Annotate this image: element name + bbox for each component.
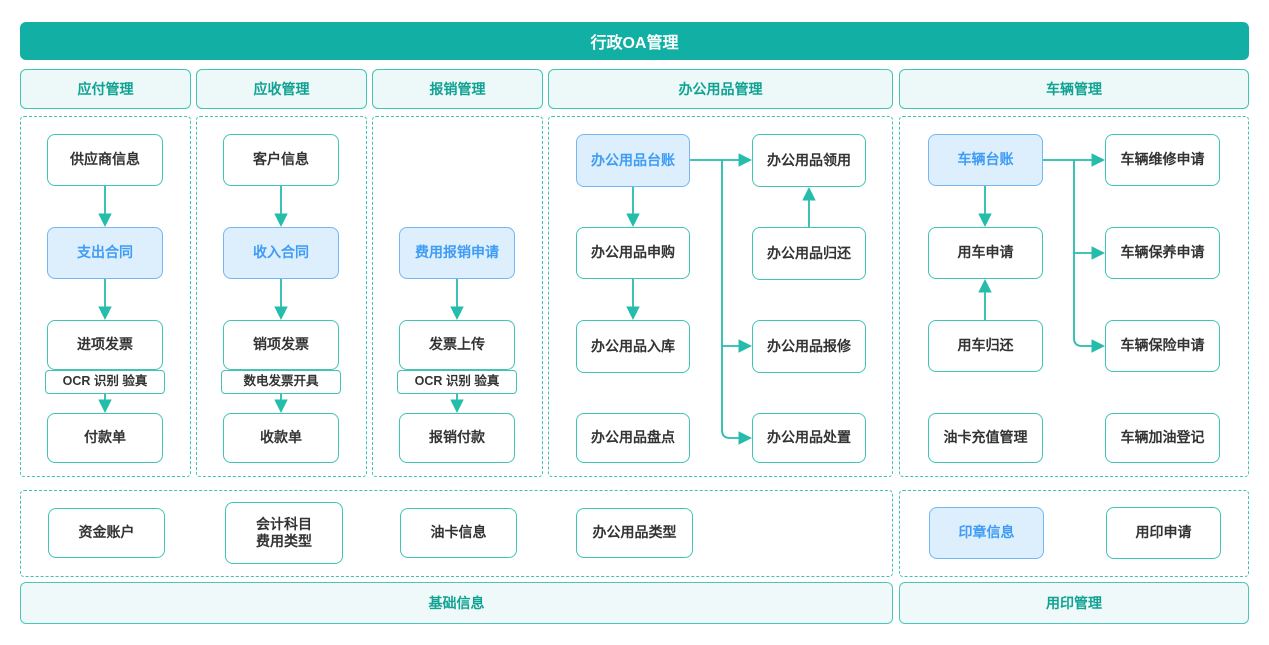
trunk-office-supplies: [721, 160, 731, 439]
node-input-invoice: 进项发票: [47, 320, 163, 370]
node-accounting-subject-expense-type: 会计科目 费用类型: [225, 502, 343, 564]
node-office-supplies-claim: 办公用品领用: [752, 134, 866, 187]
node-receipt-slip: 收款单: [223, 413, 339, 463]
node-office-supplies-inbound: 办公用品入库: [576, 320, 690, 373]
node-digital-invoice-issue: 数电发票开具: [221, 370, 341, 394]
node-payment-slip: 付款单: [47, 413, 163, 463]
node-reimburse-payment: 报销付款: [399, 413, 515, 463]
node-fund-account: 资金账户: [48, 508, 165, 558]
node-office-supplies-stocktake: 办公用品盘点: [576, 413, 690, 463]
node-office-supplies-ledger: 办公用品台账: [576, 134, 690, 187]
trunk-vehicle: [1073, 160, 1083, 347]
diagram-title: 行政OA管理: [20, 22, 1249, 60]
column-header-office-supplies: 办公用品管理: [548, 69, 893, 109]
node-vehicle-maintenance-apply: 车辆保养申请: [1105, 227, 1220, 279]
column-header-receivable: 应收管理: [196, 69, 367, 109]
node-office-supplies-return: 办公用品归还: [752, 227, 866, 280]
node-ocr-verify-payable: OCR 识别 验真: [45, 370, 165, 394]
footer-seal-management: 用印管理: [899, 582, 1249, 624]
group-base-info: [20, 490, 893, 577]
node-seal-info: 印章信息: [929, 507, 1044, 559]
node-vehicle-use-apply: 用车申请: [928, 227, 1043, 279]
node-expense-reimburse-apply: 费用报销申请: [399, 227, 515, 279]
node-vehicle-insurance-apply: 车辆保险申请: [1105, 320, 1220, 372]
node-vehicle-ledger: 车辆台账: [928, 134, 1043, 186]
node-supplier-info: 供应商信息: [47, 134, 163, 186]
node-fuel-card-info: 油卡信息: [400, 508, 517, 558]
node-fuel-card-recharge: 油卡充值管理: [928, 413, 1043, 463]
node-office-supplies-disposal: 办公用品处置: [752, 413, 866, 463]
node-vehicle-use-return: 用车归还: [928, 320, 1043, 372]
column-header-payable: 应付管理: [20, 69, 191, 109]
node-customer-info: 客户信息: [223, 134, 339, 186]
node-income-contract: 收入合同: [223, 227, 339, 279]
node-expense-contract: 支出合同: [47, 227, 163, 279]
node-output-invoice: 销项发票: [223, 320, 339, 370]
node-invoice-upload: 发票上传: [399, 320, 515, 370]
column-header-reimburse: 报销管理: [372, 69, 543, 109]
column-header-vehicle: 车辆管理: [899, 69, 1249, 109]
node-office-supplies-repair: 办公用品报修: [752, 320, 866, 373]
footer-base-info: 基础信息: [20, 582, 893, 624]
node-office-supplies-purchase: 办公用品申购: [576, 227, 690, 279]
node-vehicle-repair-apply: 车辆维修申请: [1105, 134, 1220, 186]
node-office-supplies-type: 办公用品类型: [576, 508, 693, 558]
node-seal-use-apply: 用印申请: [1106, 507, 1221, 559]
node-vehicle-refuel-register: 车辆加油登记: [1105, 413, 1220, 463]
node-ocr-verify-reimburse: OCR 识别 验真: [397, 370, 517, 394]
